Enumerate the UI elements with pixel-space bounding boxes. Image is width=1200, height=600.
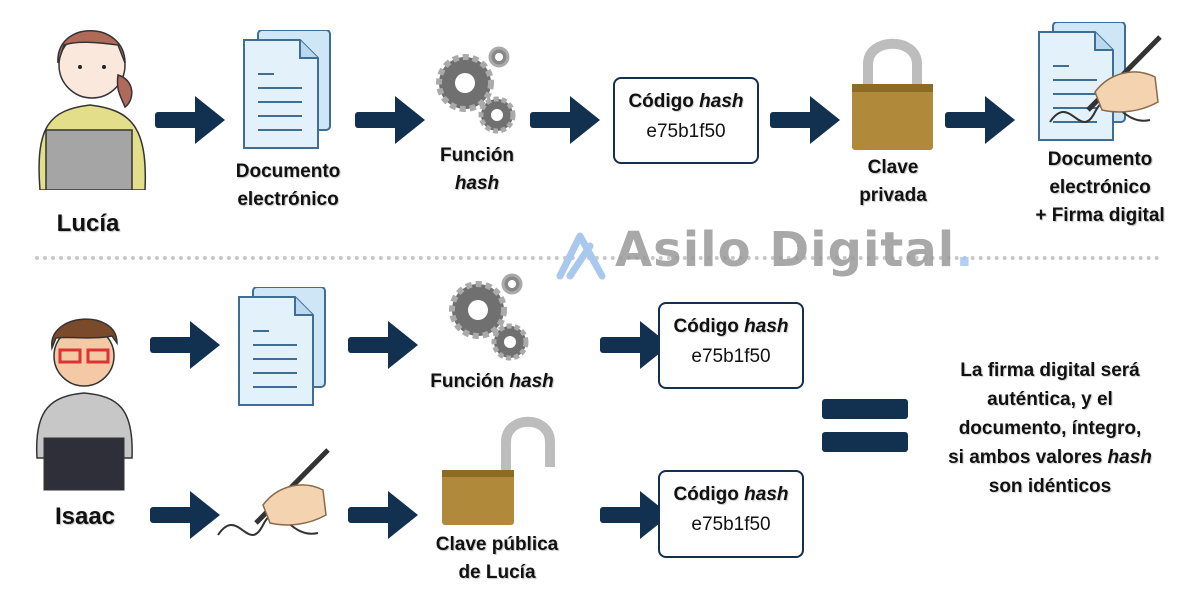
signature-pen-icon: [208, 445, 338, 550]
document-icon: [243, 30, 331, 149]
equals-sign-bottom-bar: [822, 432, 908, 452]
document-icon: [238, 287, 326, 406]
arrow-icon: [155, 96, 225, 144]
open-lock-icon: [442, 416, 555, 525]
hash-code-box-2: Código hash e75b1f50: [658, 470, 804, 558]
conclusion-text: La firma digital será auténtica, y el do…: [948, 360, 1152, 497]
closed-lock-icon: [852, 38, 933, 150]
arrow-icon: [945, 96, 1015, 144]
equals-sign-top-bar: [822, 399, 908, 419]
watermark: Asilo Digital.: [615, 222, 975, 278]
signed-document-icon: [1038, 22, 1165, 141]
arrow-icon: [770, 96, 840, 144]
isaac-avatar: [35, 318, 133, 491]
arrow-icon: [355, 96, 425, 144]
person-name-lucia: Lucía: [56, 210, 120, 237]
arrow-icon: [530, 96, 600, 144]
separator: [35, 256, 1160, 260]
label-hash-function: Función hash: [430, 371, 554, 392]
person-name-isaac: Isaac: [54, 503, 116, 530]
arrow-icon: [348, 321, 418, 369]
gears-icon: [448, 272, 533, 364]
arrow-icon: [348, 491, 418, 539]
hash-code-box: Código hash e75b1f50: [613, 77, 759, 164]
watermark-logo-icon: [556, 232, 606, 280]
lucia-avatar: [38, 30, 147, 190]
hash-code-box-1: Código hash e75b1f50: [658, 302, 804, 389]
arrow-icon: [150, 321, 220, 369]
gears-icon: [435, 45, 520, 137]
